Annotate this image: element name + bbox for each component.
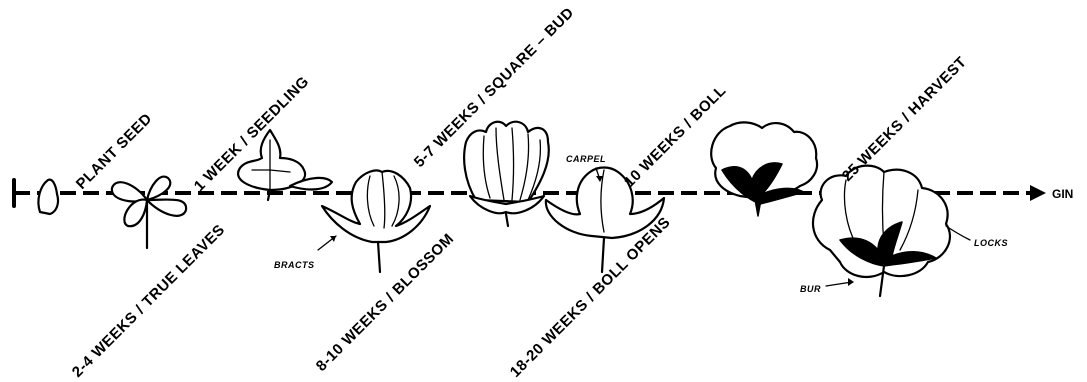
label-plant-seed: PLANT SEED	[73, 110, 156, 193]
boll-drawing	[546, 168, 664, 273]
true-leaves-drawing	[112, 177, 186, 248]
label-true-leaves: 2-4 WEEKS / TRUE LEAVES	[69, 221, 229, 381]
bur-arrow	[826, 278, 854, 286]
label-bur: BUR	[800, 284, 821, 294]
bracts-arrow	[318, 236, 336, 250]
seed-drawing	[38, 180, 58, 214]
label-boll: 10 WEEKS / BOLL	[621, 82, 730, 191]
label-blossom: 8-10 WEEKS / BLOSSOM	[313, 230, 458, 375]
label-boll-opens: 18-20 WEEKS / BOLL OPENS	[507, 214, 674, 381]
blossom-drawing	[464, 122, 549, 226]
harvest-drawing	[813, 166, 950, 296]
label-bracts: BRACTS	[274, 260, 315, 270]
boll-opens-drawing	[711, 122, 817, 216]
label-harvest: 25 WEEKS / HARVEST	[839, 53, 970, 184]
label-gin: GIN	[1052, 187, 1073, 201]
square-bud-drawing	[322, 170, 430, 272]
label-carpel: CARPEL	[566, 154, 606, 164]
label-locks: LOCKS	[974, 238, 1008, 248]
